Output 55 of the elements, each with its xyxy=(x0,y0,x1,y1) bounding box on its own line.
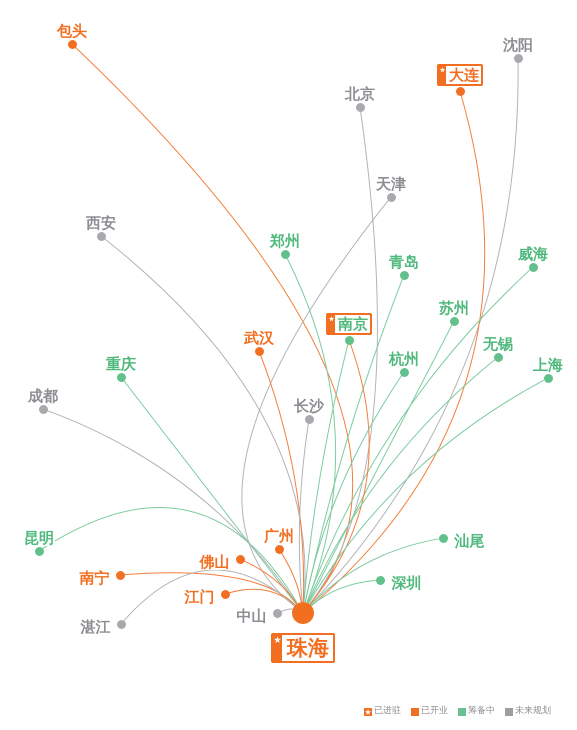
city-name: 广州 xyxy=(263,528,295,544)
route-curve xyxy=(310,62,519,606)
route-curve xyxy=(308,324,452,604)
city-name: 杭州 xyxy=(388,350,420,366)
route-curve xyxy=(306,359,495,604)
route-curve xyxy=(310,538,440,606)
legend-label: 筹备中 xyxy=(468,706,495,717)
city-name: 郑州 xyxy=(269,232,301,248)
city-name: 武汉 xyxy=(243,330,275,346)
city-name: 江门 xyxy=(184,588,216,604)
route-curve xyxy=(306,270,530,604)
route-curve xyxy=(303,344,348,603)
route-curve xyxy=(280,608,294,612)
city-name: 威海 xyxy=(517,246,549,262)
route-curve xyxy=(242,200,389,607)
city-name: 南京 xyxy=(335,314,370,332)
route-curve xyxy=(42,507,298,604)
city-name: 西安 xyxy=(85,214,117,230)
city-name: 重庆 xyxy=(105,356,137,372)
route-curve xyxy=(304,278,403,603)
legend-label: 已开业 xyxy=(421,706,448,717)
route-curve xyxy=(280,552,302,603)
city-name: 包头 xyxy=(56,22,88,38)
city-name: 长沙 xyxy=(293,398,325,414)
city-name: 无锡 xyxy=(482,336,514,352)
route-curve xyxy=(304,375,402,603)
route-curve xyxy=(260,354,304,602)
city-name: 大连 xyxy=(446,66,481,84)
city-name: 汕尾 xyxy=(454,532,486,548)
city-name: 天津 xyxy=(375,176,407,192)
legend-label: 未来规划 xyxy=(515,706,551,717)
city-name: 中山 xyxy=(236,608,268,624)
route-curve xyxy=(123,380,297,605)
city-name: 成都 xyxy=(27,388,59,404)
route-curve xyxy=(244,560,298,604)
city-name: 北京 xyxy=(344,86,376,102)
route-curve xyxy=(298,422,309,603)
route-curve xyxy=(123,570,296,622)
city-name: 沈阳 xyxy=(502,36,534,52)
route-curve xyxy=(46,410,298,604)
route-curve xyxy=(309,110,378,605)
city-name: 南宁 xyxy=(78,570,110,586)
city-name: 深圳 xyxy=(390,574,422,590)
route-curve xyxy=(308,380,545,604)
city-name: 苏州 xyxy=(438,300,470,316)
city-name: 上海 xyxy=(532,356,564,372)
city-name: 昆明 xyxy=(23,530,55,546)
city-name: 青岛 xyxy=(388,254,420,270)
route-curve xyxy=(124,572,296,606)
city-name: 湛江 xyxy=(80,618,112,634)
city-name: 佛山 xyxy=(198,554,230,570)
route-curve xyxy=(309,344,370,605)
route-curve xyxy=(228,588,296,606)
legend-label: 已进驻 xyxy=(374,706,401,717)
route-curve xyxy=(310,580,376,606)
